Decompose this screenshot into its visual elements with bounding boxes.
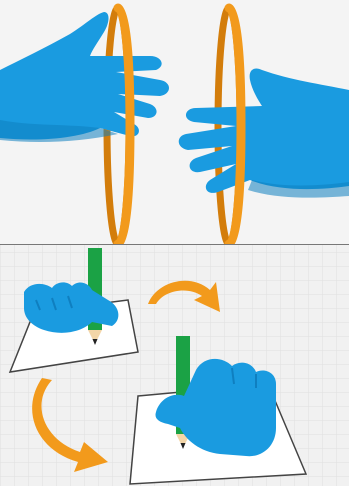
top-panel xyxy=(0,0,349,244)
bottom-panel xyxy=(0,245,349,486)
